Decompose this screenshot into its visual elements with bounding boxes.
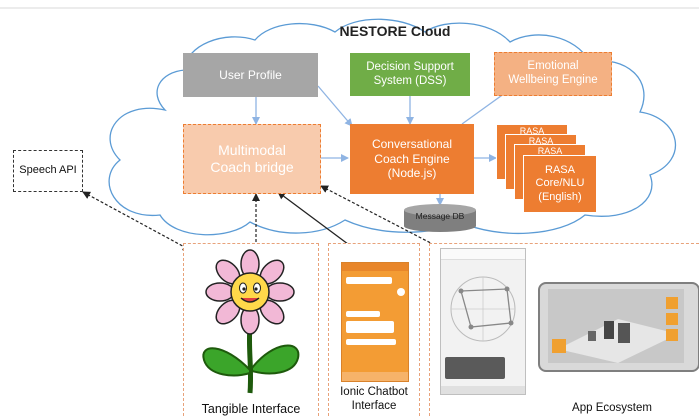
coach-bridge-node: Multimodal Coach bridge [183,124,321,194]
chat-bubble [346,311,380,317]
coach-engine-node: Conversational Coach Engine (Node.js) [350,124,474,194]
chat-bubble [346,277,392,284]
dss-node: Decision Support System (DSS) [350,53,470,96]
app-phone-mockup [440,248,526,395]
user-profile-node: User Profile [183,53,318,97]
emotional-wellbeing-node: Emotional Wellbeing Engine [494,52,612,96]
chatbot-interface-panel: Ionic Chatbot Interface [328,243,420,416]
app-tablet-mockup [538,282,699,372]
app-ecosystem-label: App Ecosystem [572,402,652,414]
chat-input-bar [342,372,408,381]
message-db-label: Message DB [415,211,465,221]
app-phone-header [441,249,525,260]
rasa-core-nlu-node: RASA Core/NLU (English) [523,155,597,213]
app-notification-card [445,357,505,379]
chatbot-phone-screen [341,262,409,382]
speech-api-node: Speech API [13,150,83,192]
chat-bubble [346,339,396,345]
flower-illustration [202,249,300,394]
edge-bridge-app [320,185,449,253]
tangible-interface-label: Tangible Interface [201,402,301,416]
chatbot-interface-label: Ionic Chatbot Interface [340,386,408,413]
chatbot-phone-header [342,263,408,271]
edge-speech-tangible [82,191,191,251]
app-phone-tabbar [441,386,525,394]
app-ecosystem-panel: App Ecosystem [429,243,699,416]
chat-avatar [397,288,405,296]
chat-bubble [346,321,394,333]
tangible-interface-panel: Tangible Interface [183,243,319,416]
cloud-title: NESTORE Cloud [339,23,451,39]
app-tablet-scene [548,289,684,363]
edge-profile-engine [317,85,353,127]
app-radar-chart [450,276,516,342]
